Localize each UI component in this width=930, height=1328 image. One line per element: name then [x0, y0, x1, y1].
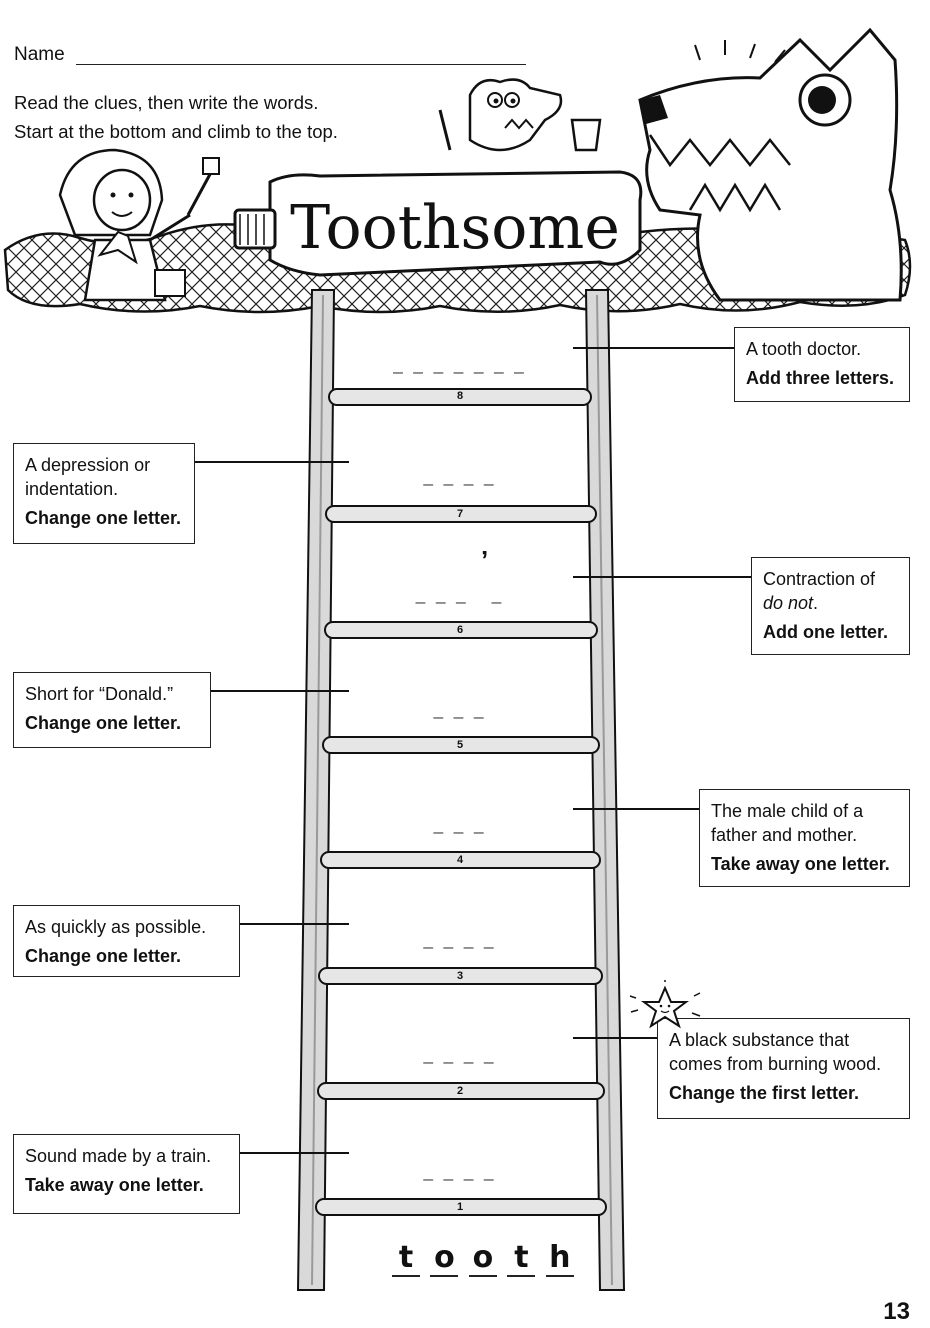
- page-number: 13: [883, 1298, 910, 1325]
- start-letter: t: [392, 1241, 420, 1277]
- rung-number-8: 8: [456, 390, 464, 402]
- rung-number-5: 5: [456, 739, 464, 751]
- star-icon: [629, 980, 701, 1029]
- answer-blank-4[interactable]: _ _ _: [433, 815, 487, 834]
- start-word: t o o t h: [392, 1240, 574, 1277]
- connector-line: [194, 461, 349, 463]
- rung-number-3: 3: [456, 970, 464, 982]
- banner-title: Toothsome: [290, 193, 620, 263]
- answer-blank-2[interactable]: _ _ _ _: [423, 1045, 497, 1064]
- rung-number-7: 7: [456, 508, 464, 520]
- toothpaste-tube-icon: Toothsome: [233, 170, 643, 277]
- clue-text: Contraction of: [763, 569, 876, 589]
- start-letter: t: [507, 1241, 536, 1277]
- answer-blank-8[interactable]: _ _ _ _ _ _ _: [393, 355, 527, 374]
- clue-text: The male child of a father and mother.: [711, 801, 864, 845]
- clue-rule: Change the first letter.: [669, 1083, 860, 1103]
- connector-line: [573, 576, 751, 578]
- clue-box-7: A depression or indentation. Change one …: [13, 443, 195, 544]
- clue-box-4: The male child of a father and mother. T…: [699, 789, 910, 887]
- rung-number-4: 4: [456, 854, 464, 866]
- clue-box-6: Contraction of do not. Add one letter.: [751, 557, 910, 655]
- clue-box-8: A tooth doctor. Add three letters.: [734, 327, 910, 402]
- clue-rule: Add three letters.: [746, 368, 895, 388]
- clue-text: A tooth doctor.: [746, 339, 862, 359]
- small-wolf-with-cup-icon: [438, 78, 602, 152]
- answer-blank-7[interactable]: _ _ _ _: [423, 467, 497, 486]
- clue-text-period: .: [813, 593, 819, 613]
- connector-line: [239, 1152, 349, 1154]
- clue-text: A depression or indentation.: [25, 455, 151, 499]
- clue-rule: Add one letter.: [763, 622, 889, 642]
- clue-text: Short for “Donald.”: [25, 684, 174, 704]
- start-letter: o: [430, 1241, 459, 1277]
- answer-blank-1[interactable]: _ _ _ _: [423, 1162, 497, 1181]
- ladder-illustration: [296, 289, 626, 1291]
- clue-box-5: Short for “Donald.” Change one letter.: [13, 672, 211, 748]
- rung-number-1: 1: [456, 1201, 464, 1213]
- connector-line: [239, 923, 349, 925]
- clue-box-3: As quickly as possible. Change one lette…: [13, 905, 240, 977]
- clue-text-emphasis: do not: [763, 593, 814, 613]
- clue-rule: Take away one letter.: [25, 1175, 204, 1195]
- answer-blank-3[interactable]: _ _ _ _: [423, 930, 497, 949]
- instruction-line-1: Read the clues, then write the words.: [14, 92, 319, 113]
- clue-rule: Change one letter.: [25, 508, 182, 528]
- clue-text: Sound made by a train.: [25, 1146, 212, 1166]
- answer-blank-5[interactable]: _ _ _: [433, 700, 487, 719]
- name-label: Name: [14, 44, 65, 65]
- connector-line: [573, 1037, 657, 1039]
- big-wolf-head-icon: [638, 27, 903, 302]
- toothsome-banner-illustration: Toothsome: [3, 27, 912, 314]
- clue-box-2: A black substance that comes from burnin…: [657, 1018, 910, 1119]
- answer-blank-6[interactable]: _ _ _ _: [415, 585, 505, 604]
- instruction-line-2: Start at the bottom and climb to the top…: [14, 121, 338, 142]
- start-letter: h: [545, 1241, 574, 1277]
- girl-with-toothbrush-icon: [58, 148, 220, 302]
- connector-line: [573, 808, 699, 810]
- clue-rule: Take away one letter.: [711, 854, 890, 874]
- clue-rule: Change one letter.: [25, 713, 182, 733]
- apostrophe-mark: ’: [481, 545, 489, 575]
- rung-number-6: 6: [456, 624, 464, 636]
- connector-line: [573, 347, 735, 349]
- clue-text: As quickly as possible.: [25, 917, 207, 937]
- name-field[interactable]: [76, 64, 526, 65]
- clue-box-1: Sound made by a train. Take away one let…: [13, 1134, 240, 1214]
- clue-rule: Change one letter.: [25, 946, 182, 966]
- connector-line: [210, 690, 349, 692]
- start-letter: o: [468, 1241, 497, 1277]
- rung-number-2: 2: [456, 1085, 464, 1097]
- clue-text: A black substance that comes from burnin…: [669, 1030, 882, 1074]
